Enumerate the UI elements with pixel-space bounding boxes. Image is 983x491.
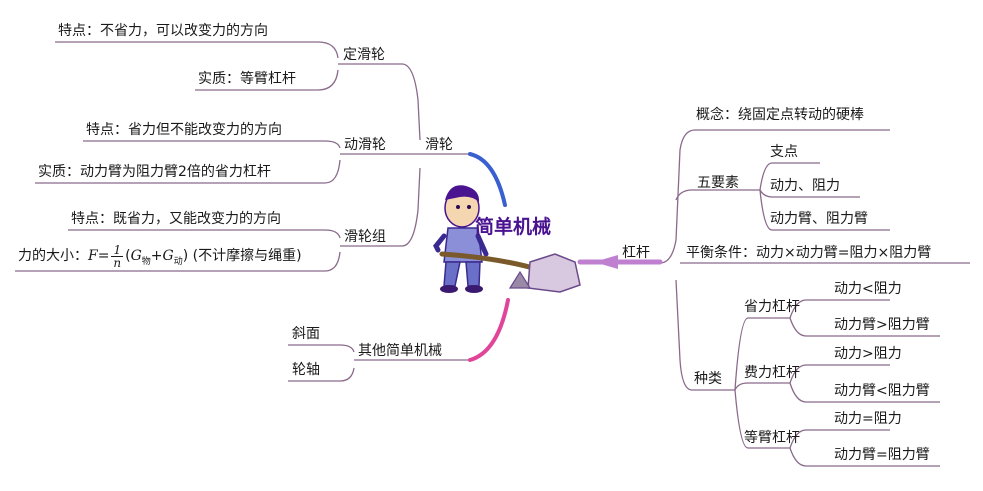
- five-element-1: 支点: [770, 144, 798, 160]
- line-block-feature: [68, 229, 341, 239]
- type-group-3-item-1: 动力=阻力: [834, 411, 902, 427]
- line-five-3: [759, 189, 890, 231]
- line-movable-feature: [83, 140, 341, 149]
- lever-person-icon: [433, 185, 581, 293]
- line-movable-essence: [35, 159, 341, 184]
- movable-pulley-feature: 特点：省力但不能改变力的方向: [86, 122, 282, 138]
- type-group-3-label: 等臂杠杆: [744, 430, 800, 446]
- type-group-3-item-2: 动力臂=阻力臂: [834, 447, 930, 463]
- pulley-label: 滑轮: [425, 137, 453, 153]
- lever-concept: 概念：绕固定点转动的硬棒: [696, 107, 864, 123]
- lever-label: 杠杆: [622, 245, 650, 261]
- type-group-2-item-1: 动力>阻力: [834, 346, 902, 362]
- five-elements-label: 五要素: [697, 175, 739, 191]
- line-five-1: [759, 162, 820, 191]
- pulley-block-feature: 特点：既省力，又能改变力的方向: [71, 211, 281, 227]
- five-element-3: 动力臂、阻力臂: [770, 211, 868, 227]
- line-g1-1: [789, 299, 890, 319]
- movable-pulley-label: 动滑轮: [344, 137, 386, 153]
- line-concept: [659, 129, 890, 264]
- type-group-1-item-1: 动力<阻力: [834, 281, 902, 297]
- line-fixed: [338, 63, 421, 141]
- lever-arrow-icon: [594, 255, 618, 269]
- type-group-2-label: 费力杠杆: [744, 365, 800, 381]
- line-fixed-essence: [195, 69, 339, 91]
- center-title: 简单机械: [475, 216, 552, 238]
- line-group-3: [734, 389, 790, 449]
- wheel-axle-label: 轮轴: [292, 362, 320, 378]
- type-group-2-item-2: 动力臂<阻力臂: [834, 383, 930, 399]
- balance-condition: 平衡条件：动力×动力臂=阻力×阻力臂: [686, 245, 932, 261]
- five-element-2: 动力、阻力: [770, 178, 840, 194]
- other-machines-label: 其他简单机械: [358, 343, 442, 359]
- line-slope: [288, 344, 355, 353]
- pulley-accent-branch: [468, 152, 507, 207]
- line-block-formula: [15, 251, 341, 272]
- line-group-2: [734, 382, 790, 391]
- movable-pulley-essence: 实质：动力臂为阻力臂2倍的省力杠杆: [38, 164, 271, 180]
- other-accent-branch: [468, 298, 510, 362]
- line-fixed-feature: [55, 41, 339, 59]
- type-group-1-label: 省力杠杆: [744, 299, 800, 315]
- fixed-pulley-essence: 实质：等臂杠杆: [198, 71, 296, 87]
- pulley-block-label: 滑轮组: [344, 229, 386, 245]
- slope-label: 斜面: [292, 326, 320, 342]
- line-block: [340, 167, 421, 247]
- type-group-1-item-2: 动力臂>阻力臂: [834, 317, 930, 333]
- line-five: [675, 189, 760, 201]
- line-types: [675, 279, 735, 391]
- fixed-pulley-feature: 特点：不省力，可以改变力的方向: [58, 23, 268, 39]
- fixed-pulley-label: 定滑轮: [343, 47, 385, 63]
- line-wheel-axle: [288, 367, 355, 382]
- types-label: 种类: [694, 371, 722, 387]
- line-five-2: [759, 189, 860, 198]
- line-group-1: [734, 317, 790, 391]
